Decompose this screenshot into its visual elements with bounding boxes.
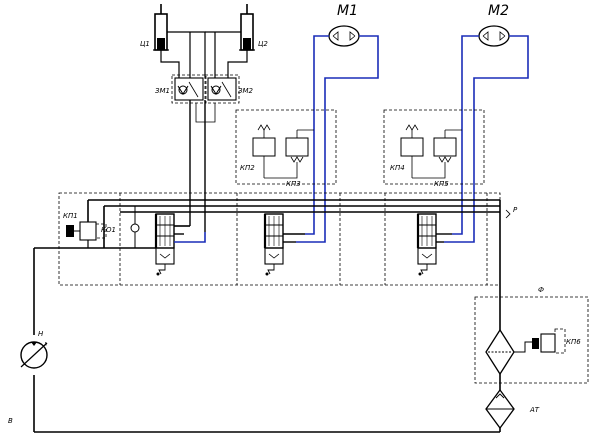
label-f: Ф: [538, 286, 544, 294]
lock-valve-zm2: [204, 74, 240, 104]
relief-valve-kp3: [264, 129, 314, 179]
label-m1: М1: [337, 3, 358, 19]
relief-valve-kp1: [66, 221, 107, 248]
section1-lines: [189, 100, 206, 232]
heat-exchanger-at: [485, 388, 515, 430]
label-kp3: КП3: [286, 180, 301, 188]
label-kp4: КП4: [390, 164, 405, 172]
label-p: Р: [513, 206, 518, 214]
relief-valve-kp6: [514, 328, 566, 354]
spool-cross-lines: [174, 233, 452, 243]
relief-valve-kp2: [252, 124, 276, 178]
spool-valve-2: [263, 213, 284, 276]
filter-block: [474, 296, 589, 384]
motor-m2-lines: [444, 35, 529, 243]
check-valve: [130, 206, 140, 248]
cylinder-ts2: [239, 4, 255, 51]
cylinder-ts1: [153, 4, 169, 51]
label-ko1: КО1: [101, 226, 116, 234]
label-zm2: ЗМ2: [238, 87, 254, 95]
label-kp6: КП6: [566, 338, 581, 346]
label-zm1: ЗМ1: [155, 87, 170, 95]
label-kp5: КП5: [434, 180, 449, 188]
spool-valve-3: [416, 213, 437, 276]
label-ts1: Ц1: [140, 40, 150, 48]
label-n: Н: [38, 330, 44, 338]
relief-valve-kp4: [400, 124, 424, 178]
label-m2: М2: [488, 3, 509, 19]
motor-m2: [478, 25, 510, 47]
galleries: [87, 199, 500, 248]
lock-valve-zm1: [171, 74, 207, 104]
label-kp2: КП2: [240, 164, 255, 172]
valve-block-1: [235, 109, 337, 185]
motor-m1-lines: [296, 35, 379, 243]
label-at: АТ: [529, 406, 540, 414]
motor-m1: [328, 25, 360, 47]
filter-element: [485, 328, 515, 376]
label-ts2: Ц2: [258, 40, 268, 48]
cylinder-lines: [160, 31, 248, 78]
valve-block-2: [383, 109, 485, 185]
relief-valve-kp5: [412, 129, 462, 179]
spool1-ports: [174, 225, 206, 243]
pump-n: [20, 341, 48, 369]
label-v: В: [8, 417, 13, 425]
distributor-section-dividers: [119, 193, 488, 285]
spool-valve-1: [154, 213, 175, 276]
main-pressure-line: [33, 247, 500, 433]
label-kp1: КП1: [63, 212, 78, 220]
